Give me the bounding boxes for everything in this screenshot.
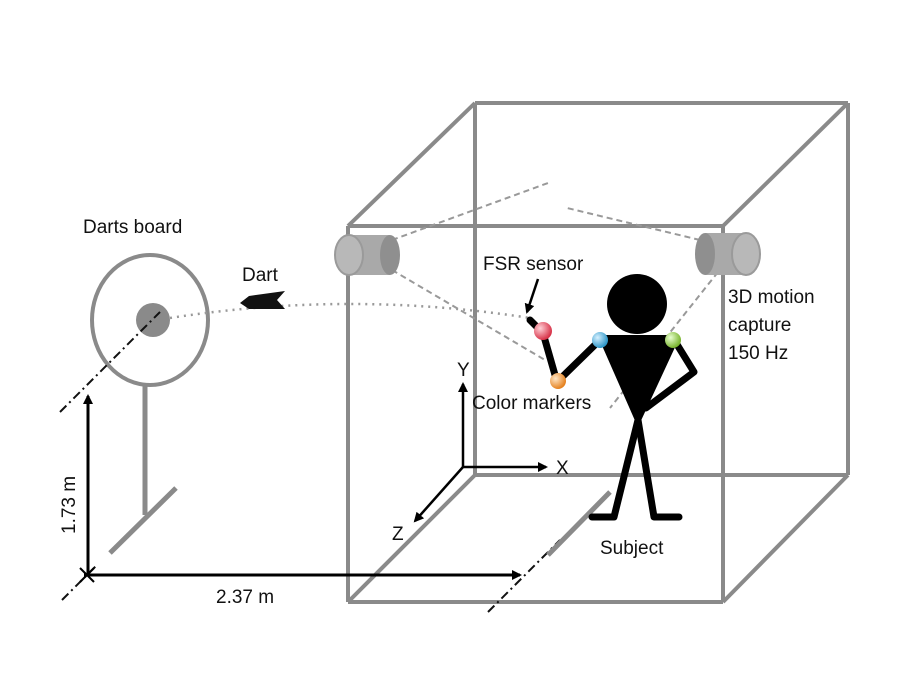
label-motion-capture-2: capture: [728, 315, 791, 336]
distance-dimension-arrow: [79, 567, 522, 583]
subject-floor-mark: [546, 490, 612, 557]
coordinate-axes: [413, 382, 548, 523]
axis-label-x: X: [556, 458, 569, 479]
label-fsr-sensor: FSR sensor: [483, 254, 584, 275]
color-marker-blue: [592, 332, 608, 348]
label-dart: Dart: [242, 265, 279, 286]
color-marker-red: [534, 322, 552, 340]
fsr-sensor-pointer: [524, 278, 540, 314]
dart-icon: [240, 291, 285, 309]
camera-left-icon: [334, 234, 400, 276]
color-marker-orange: [550, 373, 566, 389]
label-motion-capture-1: 3D motion: [728, 287, 815, 308]
color-marker-green: [665, 332, 681, 348]
axis-label-z: Z: [392, 524, 404, 545]
darts-board-icon: [90, 253, 210, 555]
label-darts-board: Darts board: [83, 217, 182, 238]
capture-volume-box: [346, 101, 850, 604]
camera-right-icon: [695, 232, 761, 276]
label-distance: 2.37 m: [216, 587, 274, 608]
label-motion-capture-3: 150 Hz: [728, 343, 788, 364]
label-subject: Subject: [600, 538, 664, 559]
label-height: 1.73 m: [59, 476, 80, 534]
label-color-markers: Color markers: [472, 393, 591, 414]
axis-label-y: Y: [457, 360, 470, 381]
